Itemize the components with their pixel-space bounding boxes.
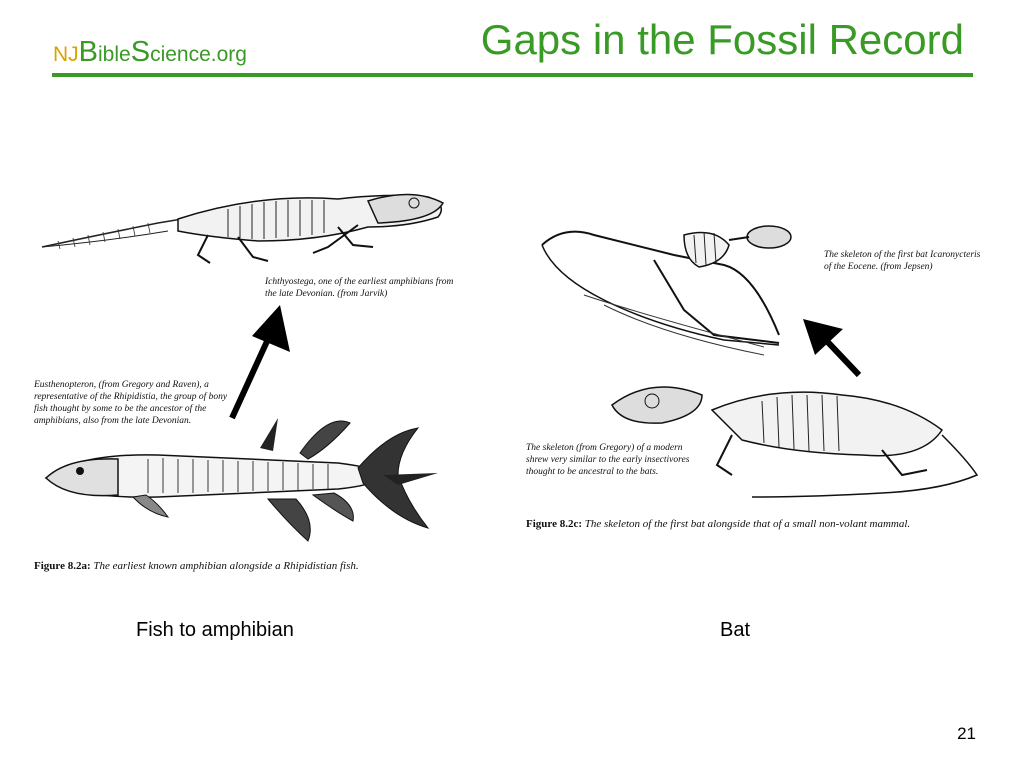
right-figure: The skeleton of the first bat Icaronycte… bbox=[512, 0, 1024, 600]
logo-nj: NJ bbox=[53, 43, 79, 66]
arrow-up-left-icon bbox=[803, 319, 862, 378]
label-bat: Bat bbox=[720, 619, 751, 641]
left-figure: Ichthyostega, one of the earliest amphib… bbox=[0, 0, 512, 600]
site-logo: NJBibleScience.org bbox=[53, 38, 247, 67]
amphibian-skeleton-illustration bbox=[41, 193, 445, 264]
left-figure-label: Figure 8.2a: bbox=[34, 560, 91, 572]
amphibian-caption: Ichthyostega, one of the earliest amphib… bbox=[265, 277, 454, 299]
logo-b: B bbox=[78, 36, 99, 68]
left-figure-text: The earliest known amphibian alongside a… bbox=[93, 560, 359, 572]
page-number: 21 bbox=[957, 724, 976, 743]
arrow-up-icon bbox=[229, 305, 290, 420]
right-figure-label: Figure 8.2c: bbox=[526, 518, 583, 530]
logo-ible: ible bbox=[98, 43, 131, 66]
shrew-skeleton-illustration bbox=[611, 386, 979, 498]
bat-skeleton-illustration bbox=[541, 225, 792, 356]
slide-title: Gaps in the Fossil Record bbox=[480, 16, 964, 63]
label-fish-to-amphibian: Fish to amphibian bbox=[136, 619, 294, 641]
shrew-caption: The skeleton (from Gregory) of a modern … bbox=[526, 443, 690, 477]
logo-cience: cience bbox=[150, 43, 211, 66]
fish-skeleton-illustration bbox=[44, 418, 438, 542]
logo-s: S bbox=[130, 36, 151, 68]
fish-caption: Eusthenopteron, (from Gregory and Raven)… bbox=[34, 380, 228, 426]
right-figure-caption: Figure 8.2c: The skeleton of the first b… bbox=[526, 517, 986, 532]
right-figure-text: The skeleton of the first bat alongside … bbox=[584, 518, 911, 530]
bat-caption: The skeleton of the first bat Icaronycte… bbox=[824, 250, 981, 272]
title-divider bbox=[52, 73, 973, 77]
logo-org: .org bbox=[210, 43, 247, 66]
left-figure-caption: Figure 8.2a: The earliest known amphibia… bbox=[34, 560, 359, 572]
